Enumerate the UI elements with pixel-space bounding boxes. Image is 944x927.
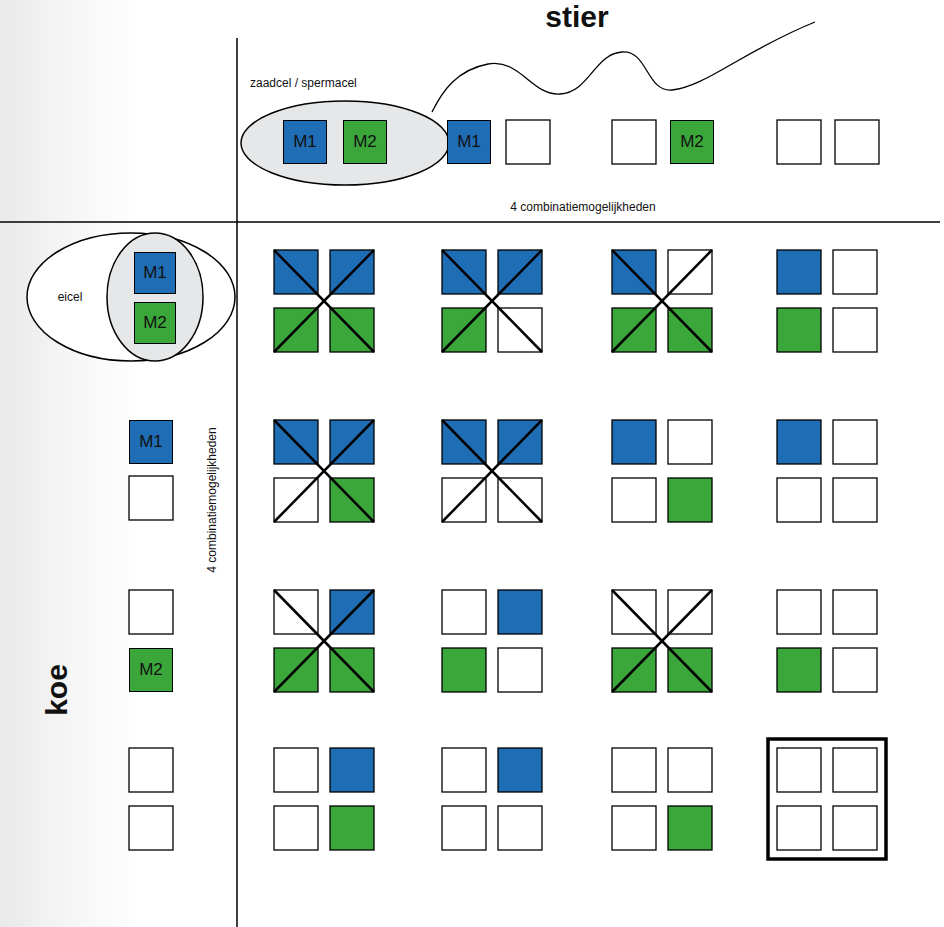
genotype-block <box>442 590 542 692</box>
parent-label: koe <box>40 664 74 716</box>
axis-caption: 4 combinatiemogelijkheden <box>510 200 655 214</box>
axis-line <box>0 221 940 223</box>
marker-box: M2 <box>343 120 387 164</box>
genotype-blocks <box>274 250 877 850</box>
genotype-block <box>274 420 374 522</box>
marker-name: M2 <box>143 313 167 333</box>
genotype-block <box>612 748 712 850</box>
genotype-block <box>442 250 542 352</box>
egg-cell-outline <box>26 232 236 362</box>
genotype-block <box>612 250 712 352</box>
sperm-cell: zaadcel / spermacelM1M2 <box>240 100 450 186</box>
marker-name: M1 <box>457 132 481 152</box>
genotype-block <box>777 590 877 692</box>
highlight-frame <box>768 739 886 859</box>
axis-line <box>236 38 238 927</box>
cell-label: eicel <box>58 290 83 304</box>
marker-name: M2 <box>680 132 704 152</box>
genotype-block <box>777 250 877 352</box>
parent-label: stier <box>545 0 608 34</box>
marker-name: M2 <box>353 132 377 152</box>
sperm-tail <box>432 22 815 112</box>
genotype-block <box>442 420 542 522</box>
marker-box: M1 <box>283 120 327 164</box>
genotype-block <box>274 590 374 692</box>
genotype-block <box>612 590 712 692</box>
genotype-block <box>274 748 374 850</box>
genotype-block <box>777 748 877 850</box>
marker-name: M2 <box>139 660 163 680</box>
marker-box: M2 <box>670 120 714 164</box>
marker-name: M1 <box>293 132 317 152</box>
genotype-block <box>442 748 542 850</box>
marker-box: M1 <box>447 120 491 164</box>
marker-box: M2 <box>134 302 176 344</box>
egg-cell: eicel M1M2 <box>26 232 236 362</box>
genotype-block <box>777 420 877 522</box>
marker-box: M1 <box>134 252 176 294</box>
marker-box: M1 <box>129 420 173 464</box>
marker-box: M2 <box>129 648 173 692</box>
axis-caption: 4 combinatiemogelijkheden <box>205 427 219 572</box>
marker-name: M1 <box>139 432 163 452</box>
cell-label: zaadcel / spermacel <box>250 76 357 90</box>
genotype-block <box>612 420 712 522</box>
genotype-block <box>274 250 374 352</box>
marker-name: M1 <box>143 263 167 283</box>
